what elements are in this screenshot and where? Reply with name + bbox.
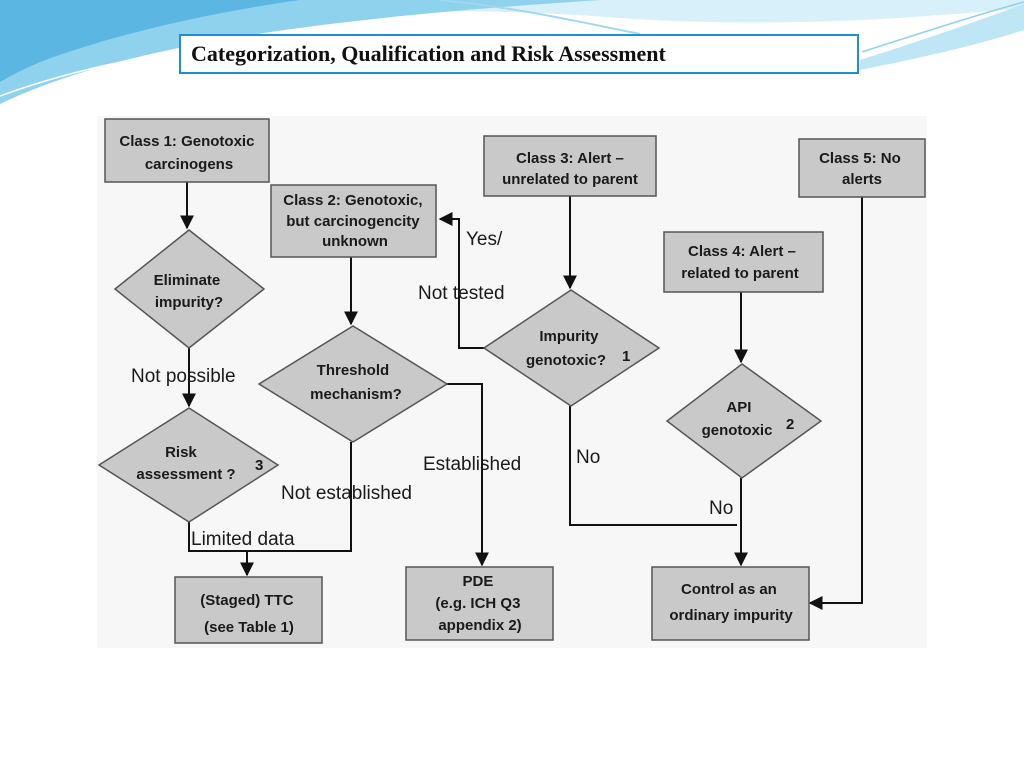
label-no-api: No [709,498,733,519]
label-not-tested: Not tested [418,283,505,304]
class1-box [104,118,270,183]
api-superscript: 2 [786,416,794,433]
slide-title-box: Categorization, Qualification and Risk A… [179,34,859,74]
pde-label: PDE (e.g. ICH Q3 appendix 2) [435,573,524,634]
connectors [180,182,863,610]
impurity-genotoxic-label: Impurity genotoxic? [526,328,606,369]
arrow-risk-to-ttc [188,522,254,577]
label-not-possible: Not possible [131,366,236,387]
flowchart-panel [97,116,927,648]
line-threshold-not-established [247,442,352,552]
class3-box [483,135,657,197]
class5-box [798,138,926,198]
class2-label: Class 2: Genotoxic, but carcinogencity u… [283,192,426,250]
class4-box [663,231,824,293]
arrow-threshold-to-pde [447,383,489,567]
impurity-superscript: 1 [622,348,630,365]
class2-box [270,184,437,258]
control-label: Control as an ordinary impurity [669,581,793,624]
label-limited-data: Limited data [191,529,295,550]
threshold-label: Threshold mechanism? [310,362,402,403]
slide-title: Categorization, Qualification and Risk A… [191,41,666,66]
pde-box [405,566,554,641]
header-wave-right [860,4,1024,70]
line-impurity-no [569,406,737,526]
header-wave-right-line [861,1,1024,53]
threshold-diamond [257,325,449,443]
label-established: Established [423,454,521,475]
arrow-impurity-to-class2 [438,212,486,349]
label-no-impurity: No [576,447,600,468]
label-yes: Yes/ [466,229,503,250]
class3-label: Class 3: Alert – unrelated to parent [502,150,638,188]
eliminate-diamond [113,229,266,349]
eliminate-label: Eliminate impurity? [154,272,225,311]
class1-label: Class 1: Genotoxic carcinogens [119,133,258,173]
ttc-label: (Staged) TTC (see Table 1) [200,592,298,636]
class5-label: Class 5: No alerts [819,150,905,188]
api-genotoxic-diamond [665,363,823,479]
header-wave-dark [0,0,300,82]
risk-superscript: 3 [255,457,263,474]
ttc-box [174,576,323,644]
risk-diamond [97,407,280,523]
risk-label: Risk assessment ? [136,444,235,483]
class4-label: Class 4: Alert – related to parent [681,243,800,282]
control-box [651,566,810,641]
header-wave-line-2 [439,0,641,35]
impurity-genotoxic-diamond [482,289,661,407]
label-not-established: Not established [281,483,412,504]
api-genotoxic-label: API genotoxic [702,399,773,439]
arrow-class5-to-control [808,197,863,610]
